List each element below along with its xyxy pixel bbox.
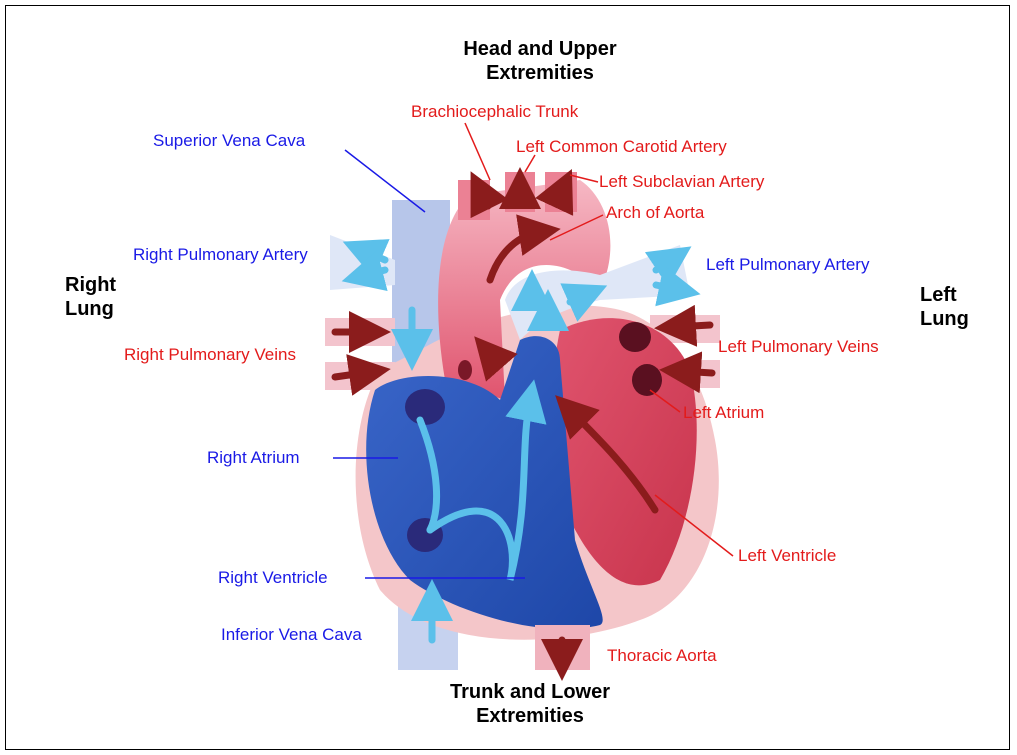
label-left-common-carotid-artery: Left Common Carotid Artery (516, 137, 727, 157)
label-left-pulmonary-artery: Left Pulmonary Artery (706, 255, 869, 275)
label-arch-of-aorta: Arch of Aorta (606, 203, 704, 223)
valve-aortic (458, 360, 472, 380)
valve-mitral-bottom (632, 364, 662, 396)
valve-tricuspid-top (405, 389, 445, 425)
label-superior-vena-cava: Superior Vena Cava (153, 131, 305, 151)
label-left-ventricle: Left Ventricle (738, 546, 836, 566)
label-left-atrium: Left Atrium (683, 403, 764, 423)
label-right-pulmonary-artery: Right Pulmonary Artery (133, 245, 308, 265)
label-right-atrium: Right Atrium (207, 448, 300, 468)
region-trunk-label: Trunk and Lower Extremities (420, 680, 640, 728)
label-right-ventricle: Right Ventricle (218, 568, 328, 588)
label-left-subclavian-artery: Left Subclavian Artery (599, 172, 764, 192)
valve-mitral-top (619, 322, 651, 352)
region-left-lung-label: Left Lung (920, 283, 969, 331)
label-right-pulmonary-veins: Right Pulmonary Veins (124, 345, 296, 365)
leader-brachiocephalic (465, 123, 490, 180)
label-left-pulmonary-veins: Left Pulmonary Veins (718, 337, 879, 357)
leader-superior-vena-cava (345, 150, 425, 212)
region-right-lung-label: Right Lung (65, 273, 116, 321)
leader-left-carotid (525, 155, 535, 172)
label-brachiocephalic-trunk: Brachiocephalic Trunk (411, 102, 578, 122)
label-thoracic-aorta: Thoracic Aorta (607, 646, 717, 666)
region-head-label: Head and Upper Extremities (440, 37, 640, 85)
label-inferior-vena-cava: Inferior Vena Cava (221, 625, 362, 645)
